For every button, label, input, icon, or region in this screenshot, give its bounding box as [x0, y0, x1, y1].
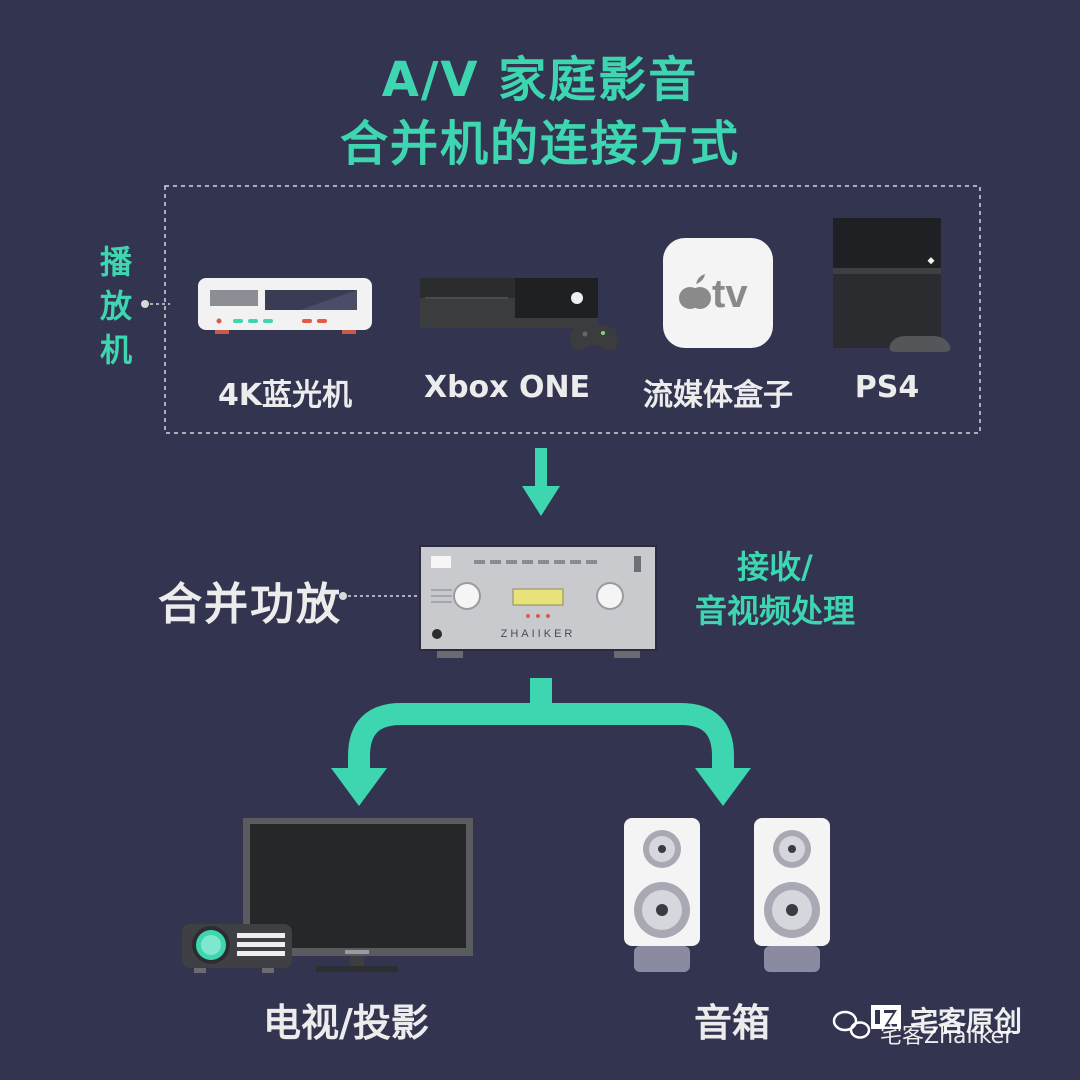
device-label-xbox: Xbox ONE — [423, 370, 591, 405]
watermark-text: 宅客原创 — [910, 1005, 1023, 1038]
players-side-label: 播放机 — [100, 243, 133, 369]
xbox-one-icon — [420, 278, 618, 351]
output-label-speakers: 音箱 — [693, 1001, 770, 1045]
streaming-box-tv-text: tv — [712, 272, 748, 316]
speaker-left-icon — [624, 818, 700, 972]
title-line2: 合并机的连接方式 — [339, 116, 740, 172]
projector-icon — [182, 924, 292, 973]
players-connector-dot — [141, 300, 149, 308]
streaming-box-icon — [663, 238, 773, 348]
arrow-head-speakers — [695, 768, 751, 806]
output-label-tv: 电视/投影 — [263, 1001, 429, 1045]
arrow-head-tv — [331, 768, 387, 806]
amplifier-icon — [419, 545, 657, 658]
amplifier-function: 接收/ 音视频处理 — [690, 545, 860, 633]
amplifier-brand: ZHAIIKER — [500, 628, 576, 640]
down-arrow — [522, 448, 560, 516]
ps4-icon — [833, 218, 951, 352]
brand-logo-icon — [871, 1005, 901, 1029]
amplifier-function-line1: 接收/ — [737, 548, 813, 586]
watermark-overlay-text: 宅客Zhaiiker — [880, 1024, 1014, 1049]
amplifier-label: 合并功放 — [158, 579, 342, 630]
split-arrows — [348, 678, 734, 772]
title-line1: A/V 家庭影音 — [381, 52, 699, 108]
bluray-player-icon — [198, 278, 372, 334]
players-group-box — [164, 185, 981, 434]
device-label-ps4: PS4 — [854, 370, 920, 405]
amplifier-function-line2: 音视频处理 — [694, 592, 855, 630]
device-label-streaming-box: 流媒体盒子 — [643, 378, 793, 413]
amp-connector-dot — [339, 592, 347, 600]
wechat-icon — [832, 1010, 871, 1039]
speaker-right-icon — [754, 818, 830, 972]
device-label-bluray: 4K蓝光机 — [217, 378, 353, 413]
